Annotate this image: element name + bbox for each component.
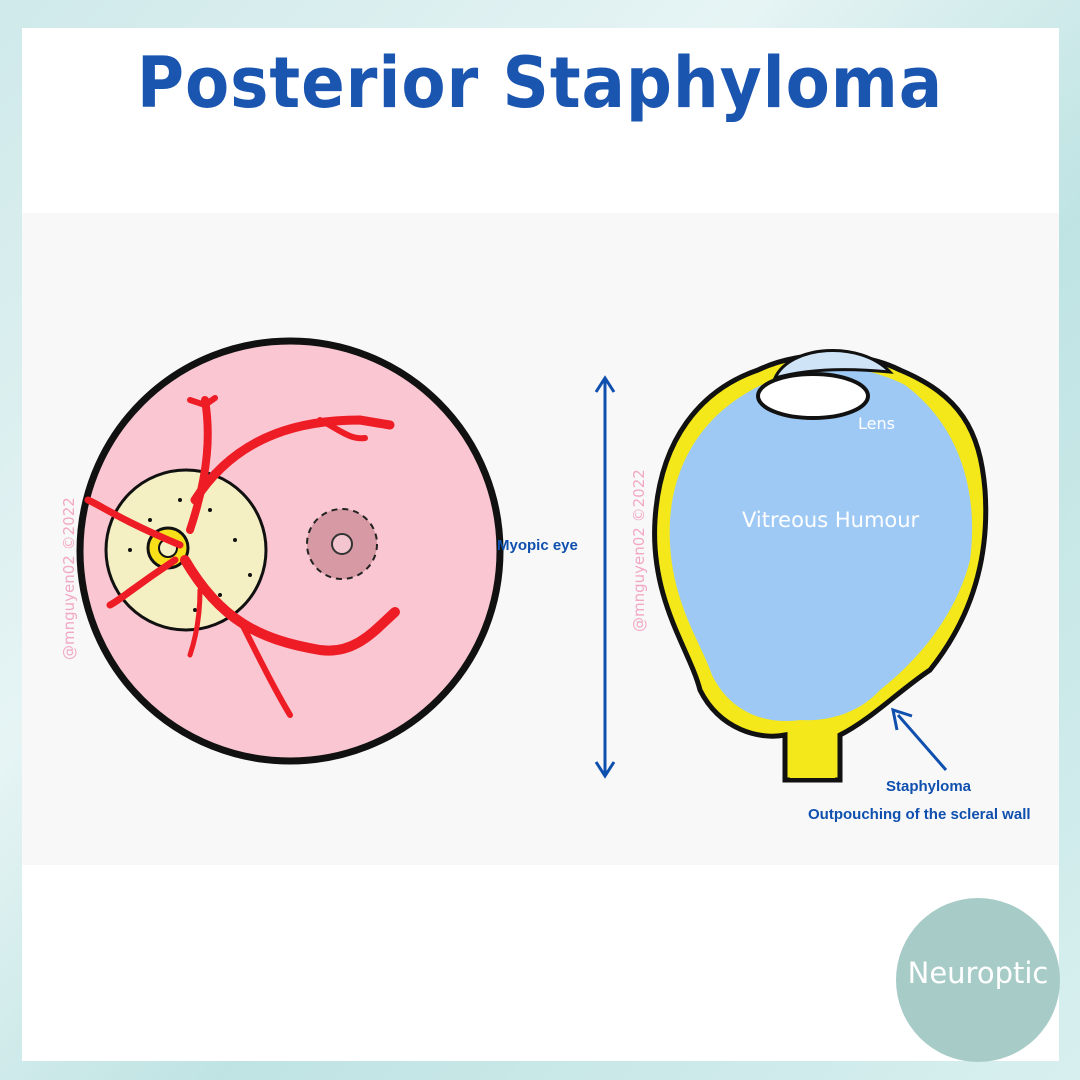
myopic-eye-section [652, 348, 989, 783]
watermark-right: @mnguyen02 ©2022 [630, 469, 648, 632]
myopic-eye-label: Myopic eye [497, 537, 578, 554]
optic-nerve [790, 722, 835, 778]
fovea [331, 533, 353, 555]
vitreous-body [669, 367, 973, 722]
staphyloma-arrow [891, 707, 948, 771]
fundus-circle [76, 337, 504, 765]
lens [756, 372, 870, 420]
staphyloma-label: Staphyloma [886, 778, 972, 795]
vitreous-label: Vitreous Humour [742, 508, 920, 532]
logo-text: Neuroptic [907, 956, 1049, 990]
watermark-left: @mnguyen02 ©2022 [60, 497, 78, 660]
cornea [772, 348, 894, 381]
page-title: Posterior Staphyloma [136, 42, 944, 124]
outpouching-label: Outpouching of the scleral wall [808, 806, 1031, 823]
axial-length-arrow [594, 375, 616, 779]
lens-label: Lens [858, 414, 895, 433]
fundus-view [76, 337, 504, 765]
retinal-vessels [84, 395, 400, 718]
neuroptic-logo: Neuroptic [896, 898, 1060, 1062]
